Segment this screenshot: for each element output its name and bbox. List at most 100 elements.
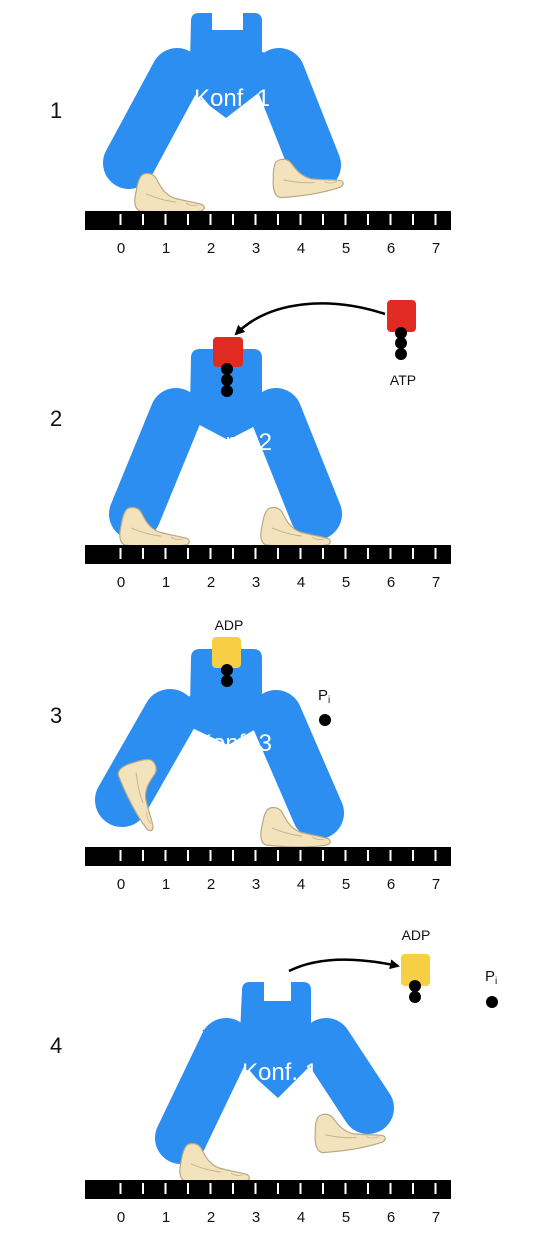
track-tick (322, 214, 324, 225)
atp-nucleotide-icon (387, 300, 416, 332)
track-tick (254, 214, 257, 225)
track-tick (367, 850, 369, 861)
track-tick (344, 214, 347, 225)
step-number: 2 (50, 406, 62, 431)
track-tick (232, 548, 234, 559)
track-label: 3 (252, 574, 260, 591)
track-tick (457, 850, 459, 861)
track-tick (299, 1183, 302, 1194)
atp-nucleotide-icon (213, 337, 243, 367)
track-tick (367, 1183, 369, 1194)
bound-adp-molecule (212, 637, 241, 687)
panel-3: 3 Konf. 3 ADP Pi 0 1 2 3 4 5 (50, 617, 459, 893)
conformation-label: Konf. 2 (196, 429, 272, 456)
track-tick (187, 214, 189, 225)
track-tick (254, 548, 257, 559)
track-label: 5 (342, 574, 350, 591)
phosphate-icon (221, 374, 233, 386)
track-tick (232, 850, 234, 861)
track-label: 6 (387, 876, 395, 893)
microtubule-track (85, 211, 459, 230)
track-label: 1 (162, 574, 170, 591)
track-labels: 0 1 2 3 4 5 6 7 (117, 876, 440, 893)
panel-4: 4 Konf. 1 ADP Pi 0 1 2 3 4 5 (50, 927, 498, 1226)
phosphate-icon (221, 363, 233, 375)
track-tick (457, 1183, 459, 1194)
released-phosphate-icon (319, 714, 331, 726)
binding-arrow-icon (234, 302, 386, 336)
phosphate-label: Pi (485, 968, 497, 987)
track-tick (389, 548, 392, 559)
released-phosphate-icon (486, 996, 498, 1008)
track-label: 2 (207, 1209, 215, 1226)
track-tick (142, 1183, 144, 1194)
track-tick (299, 214, 302, 225)
track-label: 6 (387, 1209, 395, 1226)
released-adp-molecule (401, 954, 430, 1003)
track-label: 7 (432, 240, 440, 257)
track-label: 0 (117, 240, 125, 257)
phosphate-icon (395, 327, 407, 339)
track-label: 7 (432, 574, 440, 591)
phosphate-icon (409, 980, 421, 992)
track-tick (209, 1183, 212, 1194)
track-tick (389, 850, 392, 861)
phosphate-icon (409, 991, 421, 1003)
track-label: 1 (162, 240, 170, 257)
track-tick (344, 548, 347, 559)
track-tick (457, 214, 459, 225)
rear-foot-icon (134, 172, 205, 214)
track-tick (209, 548, 212, 559)
track-labels: 0 1 2 3 4 5 6 7 (117, 1209, 440, 1226)
phosphate-icon (221, 664, 233, 676)
track-label: 0 (117, 1209, 125, 1226)
track-tick (209, 850, 212, 861)
track-label: 5 (342, 240, 350, 257)
track-label: 5 (342, 876, 350, 893)
motor-body (103, 13, 341, 191)
phosphate-icon (221, 385, 233, 397)
track-tick (412, 548, 414, 559)
track-labels: 0 1 2 3 4 5 6 7 (117, 240, 440, 257)
track-tick (232, 214, 234, 225)
track-tick (322, 1183, 324, 1194)
conformation-label: Konf. 3 (196, 730, 272, 757)
microtubule-track (85, 847, 459, 866)
track-tick (187, 1183, 189, 1194)
track-label: 6 (387, 240, 395, 257)
track-tick (164, 214, 167, 225)
track-tick (412, 850, 414, 861)
track-tick (119, 850, 122, 861)
phosphate-icon (221, 675, 233, 687)
track-tick (412, 214, 414, 225)
motor-body (155, 982, 394, 1164)
release-arrow-icon (288, 958, 400, 973)
track-tick (434, 214, 437, 225)
phosphate-icon (395, 348, 407, 360)
track-label: 5 (342, 1209, 350, 1226)
track-tick (299, 548, 302, 559)
track-label: 2 (207, 574, 215, 591)
track-tick (119, 214, 122, 225)
track-tick (322, 548, 324, 559)
microtubule-track (85, 545, 459, 564)
track-label: 7 (432, 1209, 440, 1226)
step-number: 4 (50, 1033, 62, 1058)
adp-nucleotide-icon (401, 954, 430, 986)
track-tick (412, 1183, 414, 1194)
track-tick (277, 548, 279, 559)
rear-foot-icon (179, 1142, 250, 1184)
free-atp-molecule (387, 300, 416, 360)
track-tick (434, 850, 437, 861)
track-label: 3 (252, 240, 260, 257)
track-tick (187, 548, 189, 559)
track-tick (119, 1183, 122, 1194)
track-label: 4 (297, 240, 305, 257)
track-labels: 0 1 2 3 4 5 6 7 (117, 574, 440, 591)
phosphate-icon (395, 337, 407, 349)
track-label: 3 (252, 876, 260, 893)
adp-label: ADP (215, 617, 244, 633)
track-tick (164, 1183, 167, 1194)
track-tick (344, 1183, 347, 1194)
track-label: 1 (162, 876, 170, 893)
